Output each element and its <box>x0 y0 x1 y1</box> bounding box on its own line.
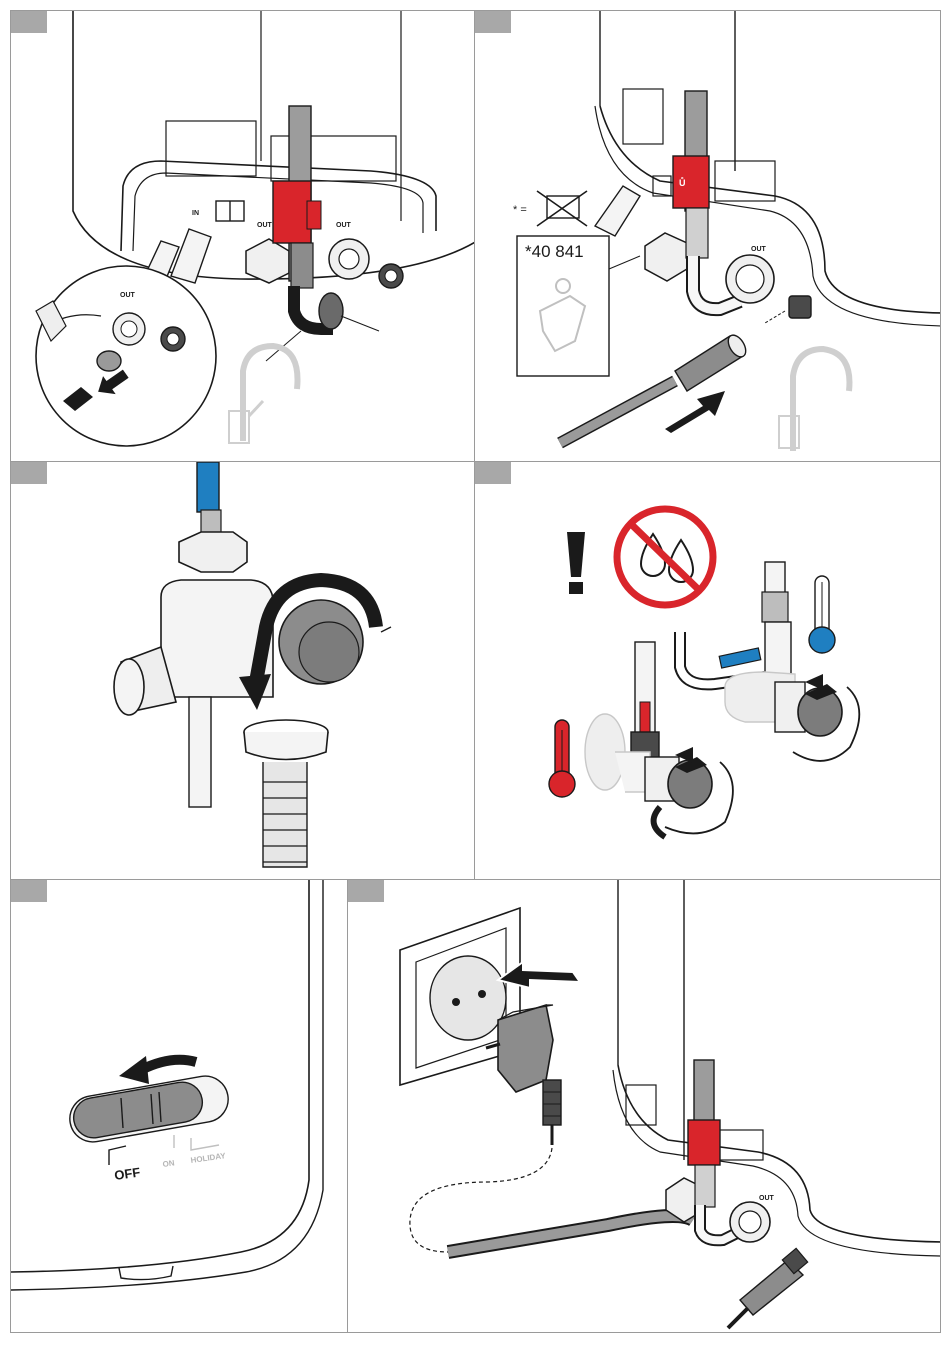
label-out-small: OUT <box>257 222 273 229</box>
svg-text:Ů: Ů <box>679 177 686 188</box>
panel-step-4 <box>474 461 941 881</box>
faucet-outline <box>779 349 849 451</box>
no-manual-symbol <box>537 191 587 226</box>
thermometer-hot-icon <box>549 720 575 797</box>
cold-water-pipe <box>197 462 219 512</box>
accessory-part-box: *40 841 <box>517 236 640 376</box>
illustration-safety-valve <box>11 462 476 881</box>
panel-step-5: OFF ON HOLIDAY <box>10 879 350 1333</box>
detail-magnifier: OUT <box>36 266 216 446</box>
label-off: OFF <box>113 1164 141 1182</box>
label-out: OUT <box>751 246 767 253</box>
illustration-mode-switch: OFF ON HOLIDAY <box>11 880 350 1333</box>
detail-label-out: OUT <box>120 292 136 299</box>
no-water-drops-icon <box>617 509 713 605</box>
asterisk-equals: * = <box>513 204 527 216</box>
connection-hose <box>728 1248 808 1328</box>
illustration-remove-caps: IN OUT OUT OUT <box>11 11 476 463</box>
drain-hose <box>263 762 307 867</box>
label-out: OUT <box>759 1195 775 1202</box>
hot-marker-sleeve <box>273 181 311 243</box>
label-holiday: HOLIDAY <box>190 1151 227 1165</box>
panel-step-6: OUT <box>347 879 941 1333</box>
label-in: IN <box>192 210 199 217</box>
label-out: OUT <box>336 222 352 229</box>
hot-marker-sleeve <box>688 1120 720 1165</box>
panel-step-3 <box>10 461 476 881</box>
thermometer-cold-icon <box>809 576 835 653</box>
label-on: ON <box>162 1158 175 1169</box>
part-number: *40 841 <box>525 242 584 261</box>
power-plug[interactable] <box>486 1005 561 1145</box>
illustration-plug-in: OUT <box>348 880 941 1333</box>
mode-switch[interactable] <box>66 1072 232 1145</box>
faucet-outline <box>229 346 298 443</box>
hex-nut <box>246 239 289 283</box>
panel-step-2: Ů OUT *40 841 <box>474 10 941 463</box>
protective-cap <box>97 351 121 371</box>
push-arrow-icon <box>665 391 725 433</box>
exclamation-icon <box>567 532 585 594</box>
book-icon <box>216 201 244 221</box>
illustration-check-valves <box>475 462 941 881</box>
illustration-connect-outlet: Ů OUT *40 841 <box>475 11 941 463</box>
panel-step-1: IN OUT OUT OUT <box>10 10 476 463</box>
